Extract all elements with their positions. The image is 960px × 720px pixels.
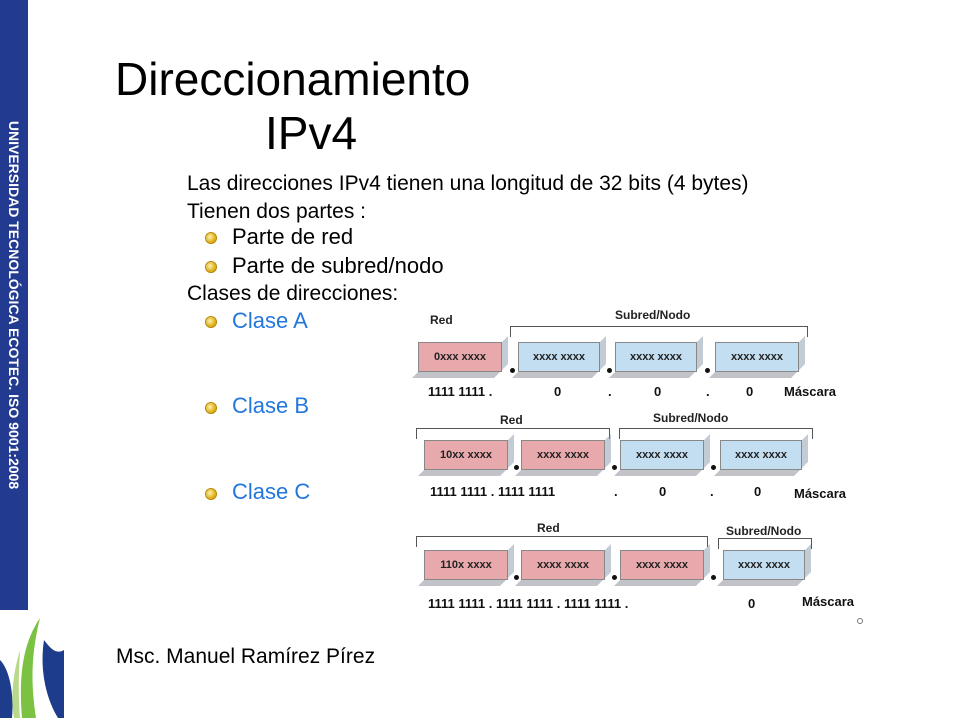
- class-a-byte-1: 0xxx xxxx: [418, 342, 502, 372]
- class-b-mask-label: Máscara: [794, 486, 847, 501]
- university-logo: [0, 610, 64, 720]
- slide-title: Direccionamiento IPv4: [115, 52, 470, 160]
- bullet-icon: [206, 403, 216, 413]
- class-b-net-bracket: [416, 428, 610, 439]
- class-b-byte-2: xxxx xxxx: [521, 440, 605, 470]
- class-c-mask-label: Máscara: [802, 594, 855, 609]
- class-b-label: Clase B: [232, 393, 310, 418]
- bullet-icon: [206, 489, 216, 499]
- class-b-mask-3: 0: [659, 484, 667, 499]
- author-name: Msc. Manuel Ramírez Pírez: [116, 645, 376, 668]
- diagram-panel: Las direcciones IPv4 tienen una longitud…: [170, 160, 890, 630]
- class-c-mask-2: 0: [748, 596, 756, 611]
- title-line-2: IPv4: [265, 107, 358, 159]
- intro-text: Las direcciones IPv4 tienen una longitud…: [187, 172, 749, 195]
- class-a-mask-label: Máscara: [784, 384, 837, 399]
- class-b-host-bracket: [619, 428, 813, 439]
- sidebar-band: UNIVERSIDAD TECNOLÓGICA ECOTEC. ISO 9001…: [0, 0, 28, 610]
- classes-heading: Clases de direcciones:: [187, 282, 399, 305]
- class-b-byte-3: xxxx xxxx: [620, 440, 704, 470]
- class-c-subred-label: Subred/Nodo: [726, 524, 802, 538]
- class-a-byte-4: xxxx xxxx: [715, 342, 799, 372]
- class-c-byte-4: xxxx xxxx: [723, 550, 805, 580]
- class-a-mask-3: .: [608, 384, 612, 399]
- part-network: Parte de red: [232, 224, 354, 249]
- class-b-byte-1: 10xx xxxx: [424, 440, 508, 470]
- class-b-mask-4: .: [710, 484, 714, 499]
- class-a-mask-4: 0: [654, 384, 662, 399]
- part-subnet-node: Parte de subred/nodo: [232, 253, 444, 278]
- class-a-label: Clase A: [232, 308, 308, 333]
- class-c-mask-1: 1111 1111 . 1111 1111 . 1111 1111 .: [428, 596, 629, 611]
- class-a-mask-5: .: [706, 384, 710, 399]
- class-c-byte-2: xxxx xxxx: [521, 550, 605, 580]
- bullet-icon: [206, 233, 216, 243]
- class-c-byte-1: 110x xxxx: [424, 550, 508, 580]
- class-a-byte-2: xxxx xxxx: [518, 342, 600, 372]
- class-c-label: Clase C: [232, 479, 311, 504]
- bullet-icon: [206, 262, 216, 272]
- parts-heading: Tienen dos partes :: [187, 200, 366, 223]
- small-circle-mark: [857, 618, 863, 624]
- class-c-red-label: Red: [537, 521, 560, 535]
- class-a-byte-3: xxxx xxxx: [615, 342, 697, 372]
- class-a-mask-2: 0: [554, 384, 562, 399]
- university-name: UNIVERSIDAD TECNOLÓGICA ECOTEC. ISO 9001…: [6, 120, 22, 490]
- class-c-byte-3: xxxx xxxx: [620, 550, 704, 580]
- class-a-red-label: Red: [430, 313, 453, 327]
- class-c-net-bracket: [416, 536, 708, 547]
- class-a-host-bracket: [510, 326, 808, 337]
- dot-separator: [510, 368, 515, 373]
- class-b-red-label: Red: [500, 413, 523, 427]
- class-b-mask-2: .: [614, 484, 618, 499]
- dot-separator: [607, 368, 612, 373]
- class-a-mask-1: 1111 1111 .: [428, 384, 493, 399]
- dot-separator: [705, 368, 710, 373]
- class-b-byte-4: xxxx xxxx: [720, 440, 802, 470]
- dot-separator: [612, 575, 617, 580]
- dot-separator: [711, 575, 716, 580]
- class-b-mask-1: 1111 1111 . 1111 1111: [430, 484, 556, 499]
- dot-separator: [711, 465, 716, 470]
- title-line-1: Direccionamiento: [115, 53, 471, 105]
- bullet-icon: [206, 317, 216, 327]
- dot-separator: [612, 465, 617, 470]
- class-a-mask-6: 0: [746, 384, 754, 399]
- dot-separator: [514, 575, 519, 580]
- class-c-host-bracket: [718, 538, 812, 549]
- class-b-subred-label: Subred/Nodo: [653, 411, 729, 425]
- dot-separator: [514, 465, 519, 470]
- class-a-subred-label: Subred/Nodo: [615, 308, 691, 322]
- class-b-mask-5: 0: [754, 484, 762, 499]
